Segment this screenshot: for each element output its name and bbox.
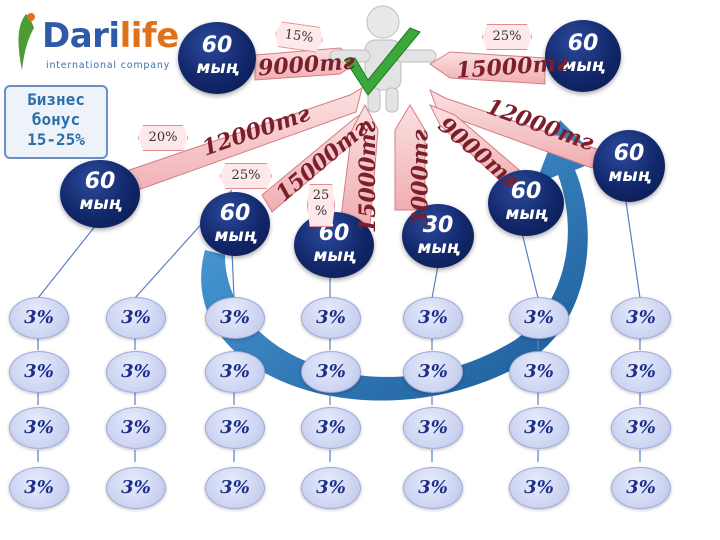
percent-cell: 3% — [301, 407, 361, 449]
percent-tag-25-mid: 25% — [220, 163, 272, 189]
percent-cell: 3% — [611, 467, 671, 509]
percent-cell: 3% — [205, 351, 265, 393]
percent-cell: 3% — [106, 351, 166, 393]
percent-cell: 3% — [611, 351, 671, 393]
income-arrows — [99, 47, 601, 226]
percent-cell: 3% — [611, 407, 671, 449]
percent-cell: 3% — [106, 407, 166, 449]
percent-cell: 3% — [301, 297, 361, 339]
business-bonus-box: Бизнес бонус 15-25% — [4, 85, 108, 159]
arrow-label-15000-vertical: 15000тг — [355, 120, 382, 234]
darilife-logo: Darilife international company — [8, 8, 179, 78]
percent-cell: 3% — [9, 467, 69, 509]
logo-subtitle: international company — [46, 60, 171, 71]
percent-cell: 3% — [205, 467, 265, 509]
percent-cell: 3% — [106, 297, 166, 339]
node-top-right: 60 мың — [545, 20, 621, 92]
percent-cell: 3% — [403, 351, 463, 393]
percent-cell: 3% — [9, 297, 69, 339]
percent-cell: 3% — [509, 407, 569, 449]
percent-cell: 3% — [509, 351, 569, 393]
percent-cell: 3% — [509, 467, 569, 509]
percent-cell: 3% — [205, 407, 265, 449]
percent-cell: 3% — [9, 407, 69, 449]
logo-wordmark: Darilife — [42, 16, 179, 56]
node-right: 60 мың — [593, 130, 665, 202]
arrow-top-right — [429, 51, 546, 85]
leaf-icon — [18, 13, 35, 70]
percent-tag-20: 20% — [138, 125, 188, 151]
node-center: 60 мың — [294, 212, 374, 278]
percent-cell: 3% — [106, 467, 166, 509]
node-mid-right: 60 мың — [488, 170, 564, 236]
node-left: 60 мың — [60, 160, 140, 228]
bonus-line-2: бонус — [31, 110, 81, 129]
bonus-line-3: 15-25% — [27, 130, 85, 149]
bonus-line-1: Бизнес — [27, 90, 85, 109]
percent-tag-25-center: 25 % — [307, 184, 335, 227]
percent-cell: 3% — [509, 297, 569, 339]
percent-tag-25-top: 25% — [482, 24, 532, 50]
percent-cell: 3% — [403, 467, 463, 509]
percent-cell: 3% — [301, 467, 361, 509]
node-mid-left: 60 мың — [200, 192, 270, 256]
percent-cell: 3% — [301, 351, 361, 393]
node-center-right: 30 мың — [402, 204, 474, 268]
person-icon — [329, 5, 437, 113]
node-top-left: 60 мың — [178, 22, 256, 94]
percent-cell: 3% — [9, 351, 69, 393]
arrow-label-3000: 3000тг — [407, 129, 434, 227]
percent-cell: 3% — [403, 297, 463, 339]
percent-cell: 3% — [403, 407, 463, 449]
percent-cell: 3% — [205, 297, 265, 339]
percent-cell: 3% — [611, 297, 671, 339]
checkmark-icon — [344, 27, 421, 96]
